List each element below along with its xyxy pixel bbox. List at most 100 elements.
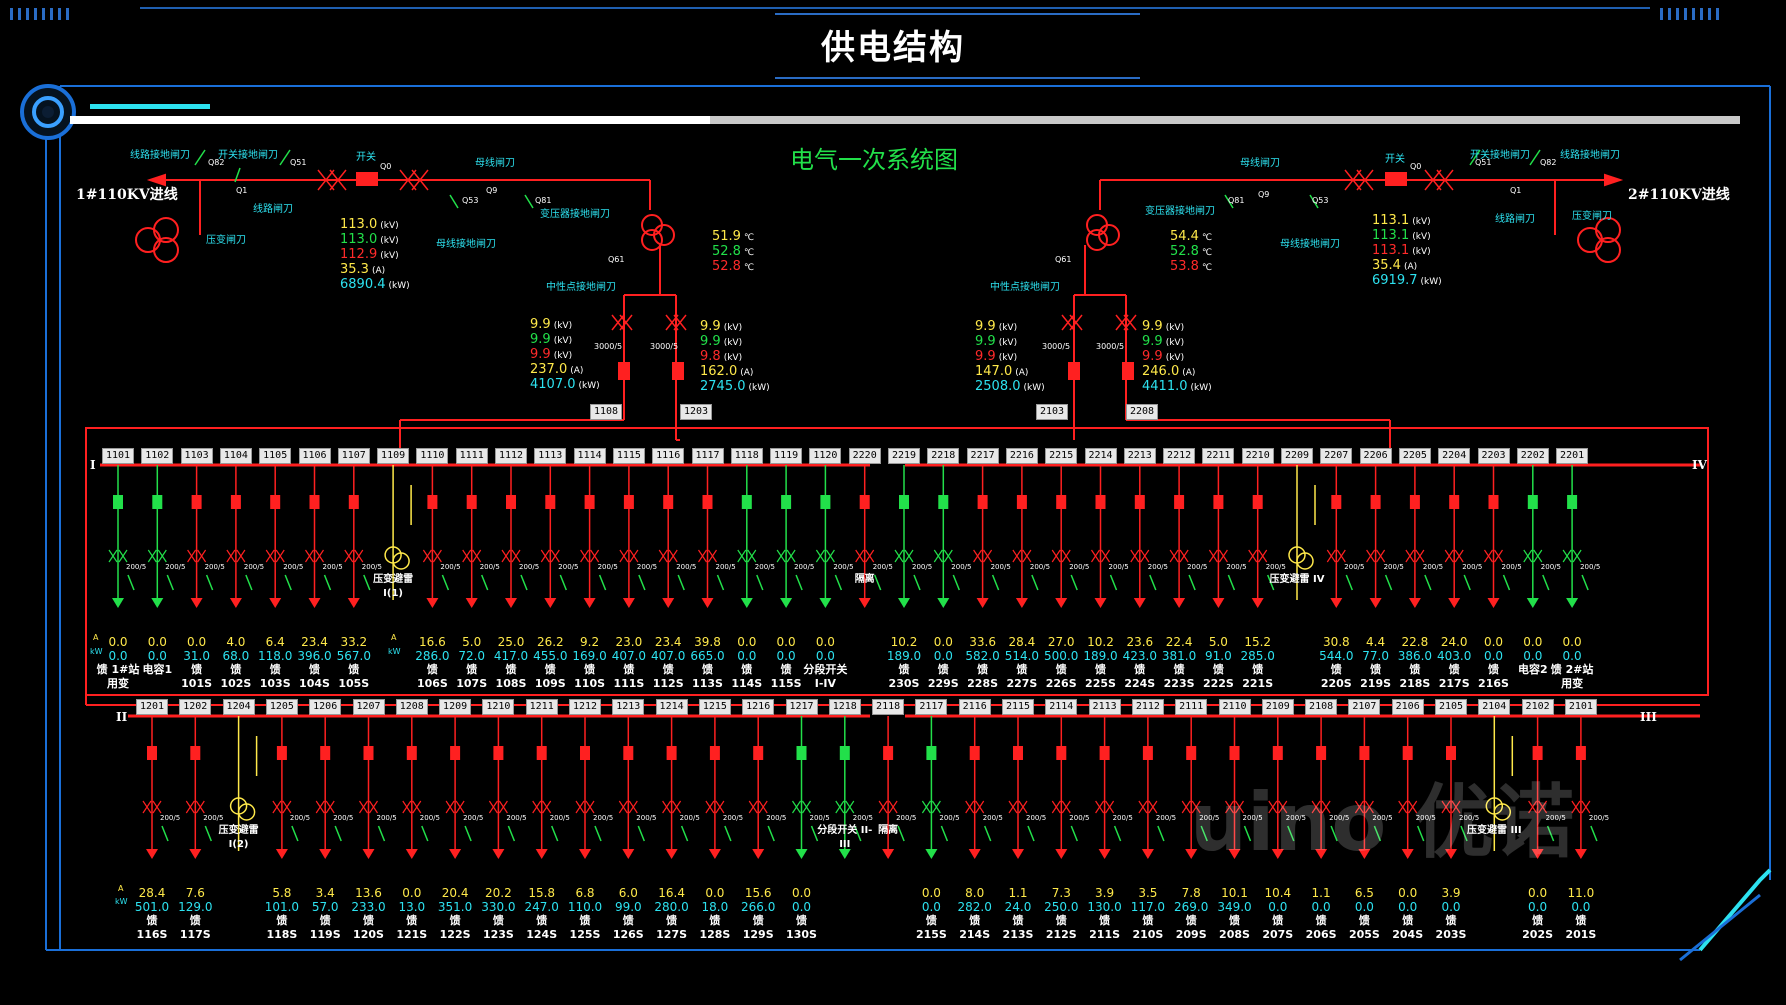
feeder-id-box[interactable]: 1207 <box>352 699 385 715</box>
feeder-id-box[interactable]: 2210 <box>1241 448 1274 464</box>
reading-value: 6919.7(kW) <box>1372 273 1442 288</box>
feeder-id-box[interactable]: 1202 <box>179 699 212 715</box>
ct-ratio-label: 200/5 <box>550 814 570 822</box>
feeder-name: 馈 102S <box>220 663 252 690</box>
feeder-id-box[interactable]: 1116 <box>652 448 685 464</box>
feeder-id-box[interactable]: 2206 <box>1359 448 1392 464</box>
feeder-id-box[interactable]: 2218 <box>927 448 960 464</box>
feeder-id-box[interactable]: 2115 <box>1002 699 1034 715</box>
feeder-id-box[interactable]: 2116 <box>958 699 991 715</box>
feeder-id-box[interactable]: 2203 <box>1477 448 1510 464</box>
feeder-id-box[interactable]: 2101 <box>1564 699 1597 715</box>
feeder-id-box[interactable]: 1114 <box>573 448 606 464</box>
feeder-id-box[interactable]: 2113 <box>1088 699 1121 715</box>
feeder-id-box[interactable]: 2102 <box>1521 699 1554 715</box>
feeder-symbol: 200/5 <box>344 465 382 608</box>
feeder-id-box[interactable]: 2207 <box>1320 448 1353 464</box>
feeder-id-box[interactable]: 2201 <box>1556 448 1589 464</box>
feeder-id-box[interactable]: 1212 <box>569 699 601 715</box>
feeder-id-box[interactable]: 2110 <box>1218 699 1251 715</box>
ct-ratio: 3000/5 <box>650 342 679 351</box>
feeder-id-box[interactable]: 1101 <box>102 448 134 464</box>
feeder-id-box[interactable]: 1111 <box>455 448 488 464</box>
feeder-id-box[interactable]: 2112 <box>1131 699 1164 715</box>
feeder-id-box[interactable]: 2217 <box>966 448 999 464</box>
scroll-thumb[interactable] <box>710 116 1740 124</box>
bus-tie-box[interactable]: 2103 <box>1036 404 1068 420</box>
feeder-id-box[interactable]: 1112 <box>495 448 527 464</box>
feeder-id-box[interactable]: 2209 <box>1281 448 1313 464</box>
feeder-id-box[interactable]: 1115 <box>612 448 645 464</box>
device-code: Q1 <box>236 186 248 195</box>
feeder-id-box[interactable]: 2215 <box>1045 448 1078 464</box>
feeder-power: 266.0 <box>741 900 776 914</box>
feeder-id-box[interactable]: 1216 <box>742 699 775 715</box>
feeder-id-box[interactable]: 2104 <box>1478 699 1511 715</box>
bus-tie-box[interactable]: 2208 <box>1126 404 1158 420</box>
feeder-name: 馈 207S <box>1262 914 1294 941</box>
feeder-id-box[interactable]: 1204 <box>222 699 255 715</box>
feeder-id-box[interactable]: 1205 <box>265 699 298 715</box>
feeder-id-box[interactable]: 2117 <box>915 699 948 715</box>
feeder-id-box[interactable]: 1110 <box>416 448 449 464</box>
feeder-id-box[interactable]: 2114 <box>1045 699 1078 715</box>
feeder-id-box[interactable]: 2216 <box>1005 448 1038 464</box>
feeder-id-box[interactable]: 1107 <box>337 448 370 464</box>
feeder-id-box[interactable]: 1113 <box>534 448 567 464</box>
feeder-id-box[interactable]: 2108 <box>1305 699 1338 715</box>
feeder-current: 10.4 <box>1264 886 1292 900</box>
feeder-id-box[interactable]: 1214 <box>655 699 688 715</box>
feeder-current: 39.8 <box>694 635 721 649</box>
bus-tie-box[interactable]: 1108 <box>590 404 622 420</box>
feeder-id-box[interactable]: 2211 <box>1202 448 1235 464</box>
feeder-id-box[interactable]: 2205 <box>1398 448 1431 464</box>
feeder-id-box[interactable]: 1118 <box>730 448 763 464</box>
feeder-id-box[interactable]: 2107 <box>1348 699 1381 715</box>
feeder-id-box[interactable]: 2212 <box>1163 448 1196 464</box>
feeder-id-box[interactable]: 1209 <box>439 699 472 715</box>
feeder-id-box[interactable]: 2109 <box>1261 699 1294 715</box>
ct-ratio-label: 200/5 <box>983 814 1003 822</box>
feeder-id-box[interactable]: 1210 <box>482 699 515 715</box>
feeder-id-box[interactable]: 1106 <box>298 448 331 464</box>
bus-tie-box[interactable]: 1203 <box>680 404 712 420</box>
reading-value: 113.1(kV) <box>1372 243 1431 258</box>
feeder-id-box[interactable]: 1120 <box>809 448 842 464</box>
feeder-id-box[interactable]: 1211 <box>525 699 558 715</box>
feeder-id-box[interactable]: 2118 <box>872 699 905 715</box>
ct-ratio-label: 200/5 <box>1226 563 1246 571</box>
feeder-id-box[interactable]: 1208 <box>395 699 428 715</box>
feeder-id-box[interactable]: 1119 <box>770 448 803 464</box>
feeder-id-box[interactable]: 2219 <box>888 448 920 464</box>
feeder-id-box[interactable]: 1105 <box>259 448 292 464</box>
feeder-id-box[interactable]: 1109 <box>377 448 410 464</box>
feeder-id-box[interactable]: 1102 <box>141 448 174 464</box>
feeder-id-box[interactable]: 2105 <box>1435 699 1467 715</box>
device-code: Q61 <box>1055 255 1072 264</box>
feeder-id-box[interactable]: 1117 <box>691 448 724 464</box>
feeder-id-box[interactable]: 1201 <box>136 699 168 715</box>
feeder-id-box[interactable]: 1217 <box>785 699 818 715</box>
feeder-id-box[interactable]: 2213 <box>1123 448 1156 464</box>
device-code: Q81 <box>535 196 552 205</box>
device-code: Q81 <box>1228 196 1245 205</box>
feeder-id-box[interactable]: 2106 <box>1391 699 1424 715</box>
feeder-id-box[interactable]: 2111 <box>1175 699 1208 715</box>
feeder-id-box[interactable]: 2220 <box>848 448 881 464</box>
feeder-id-box[interactable]: 1206 <box>309 699 342 715</box>
feeder-id-box[interactable]: 2202 <box>1516 448 1549 464</box>
feeder-id-box[interactable]: 2214 <box>1084 448 1117 464</box>
feeder-name: 馈 109S <box>534 663 566 690</box>
feeder-id-box[interactable]: 1215 <box>698 699 731 715</box>
feeder-id-box[interactable]: 1213 <box>612 699 645 715</box>
feeder-id-box[interactable]: 1218 <box>828 699 861 715</box>
feeder-id-box[interactable]: 1103 <box>180 448 213 464</box>
feeder-id-box[interactable]: 1104 <box>219 448 252 464</box>
feeder-id-box[interactable]: 2204 <box>1438 448 1471 464</box>
